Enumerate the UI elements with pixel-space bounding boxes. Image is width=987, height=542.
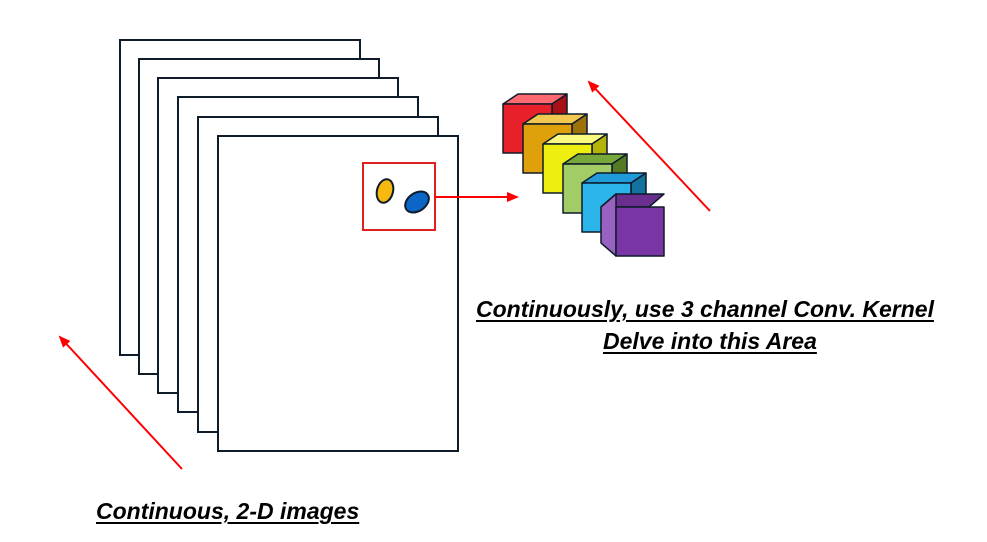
- kernel-cube-purple: [600, 193, 665, 257]
- kernel-caption-line-2: Delve into this Area: [603, 328, 817, 354]
- images-caption: Continuous, 2-D images: [96, 498, 360, 524]
- region-of-interest: [362, 162, 436, 231]
- kernel-direction-arrow: [587, 80, 711, 212]
- image-stack: [119, 39, 459, 452]
- kernel-cubes: [502, 93, 665, 257]
- kernel-caption-line-1: Continuously, use 3 channel Conv. Kernel: [476, 296, 934, 322]
- blue-blob: [404, 190, 430, 214]
- image-frame-front: [217, 135, 459, 452]
- yellow-blob: [375, 178, 395, 204]
- image-direction-arrow: [58, 335, 183, 470]
